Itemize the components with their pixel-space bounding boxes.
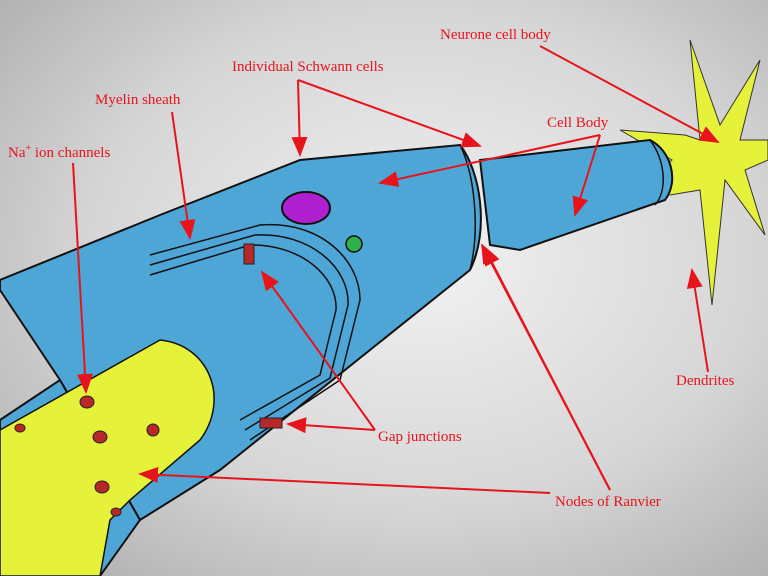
label-gap-junctions: Gap junctions bbox=[378, 429, 462, 445]
organelle bbox=[345, 235, 363, 253]
annotation-arrows bbox=[72, 45, 720, 494]
schwann-nucleus bbox=[281, 191, 331, 225]
na-prefix: Na bbox=[8, 145, 26, 161]
label-neurone-cell-body: Neurone cell body bbox=[440, 27, 551, 43]
na-suffix: ion channels bbox=[31, 145, 111, 161]
label-schwann-cells: Individual Schwann cells bbox=[232, 59, 384, 75]
na-sup: + bbox=[25, 143, 32, 154]
label-nodes-of-ranvier: Nodes of Ranvier bbox=[555, 494, 661, 510]
label-myelin-sheath: Myelin sheath bbox=[95, 92, 181, 108]
myelin-layers bbox=[149, 139, 664, 441]
label-na-ion-channels: Na+ ion channels bbox=[8, 143, 110, 162]
label-cell-body: Cell Body bbox=[547, 115, 609, 131]
na-ion-channels bbox=[14, 395, 160, 517]
gap-junction-marks bbox=[243, 243, 283, 429]
label-dendrites: Dendrites bbox=[676, 373, 735, 389]
